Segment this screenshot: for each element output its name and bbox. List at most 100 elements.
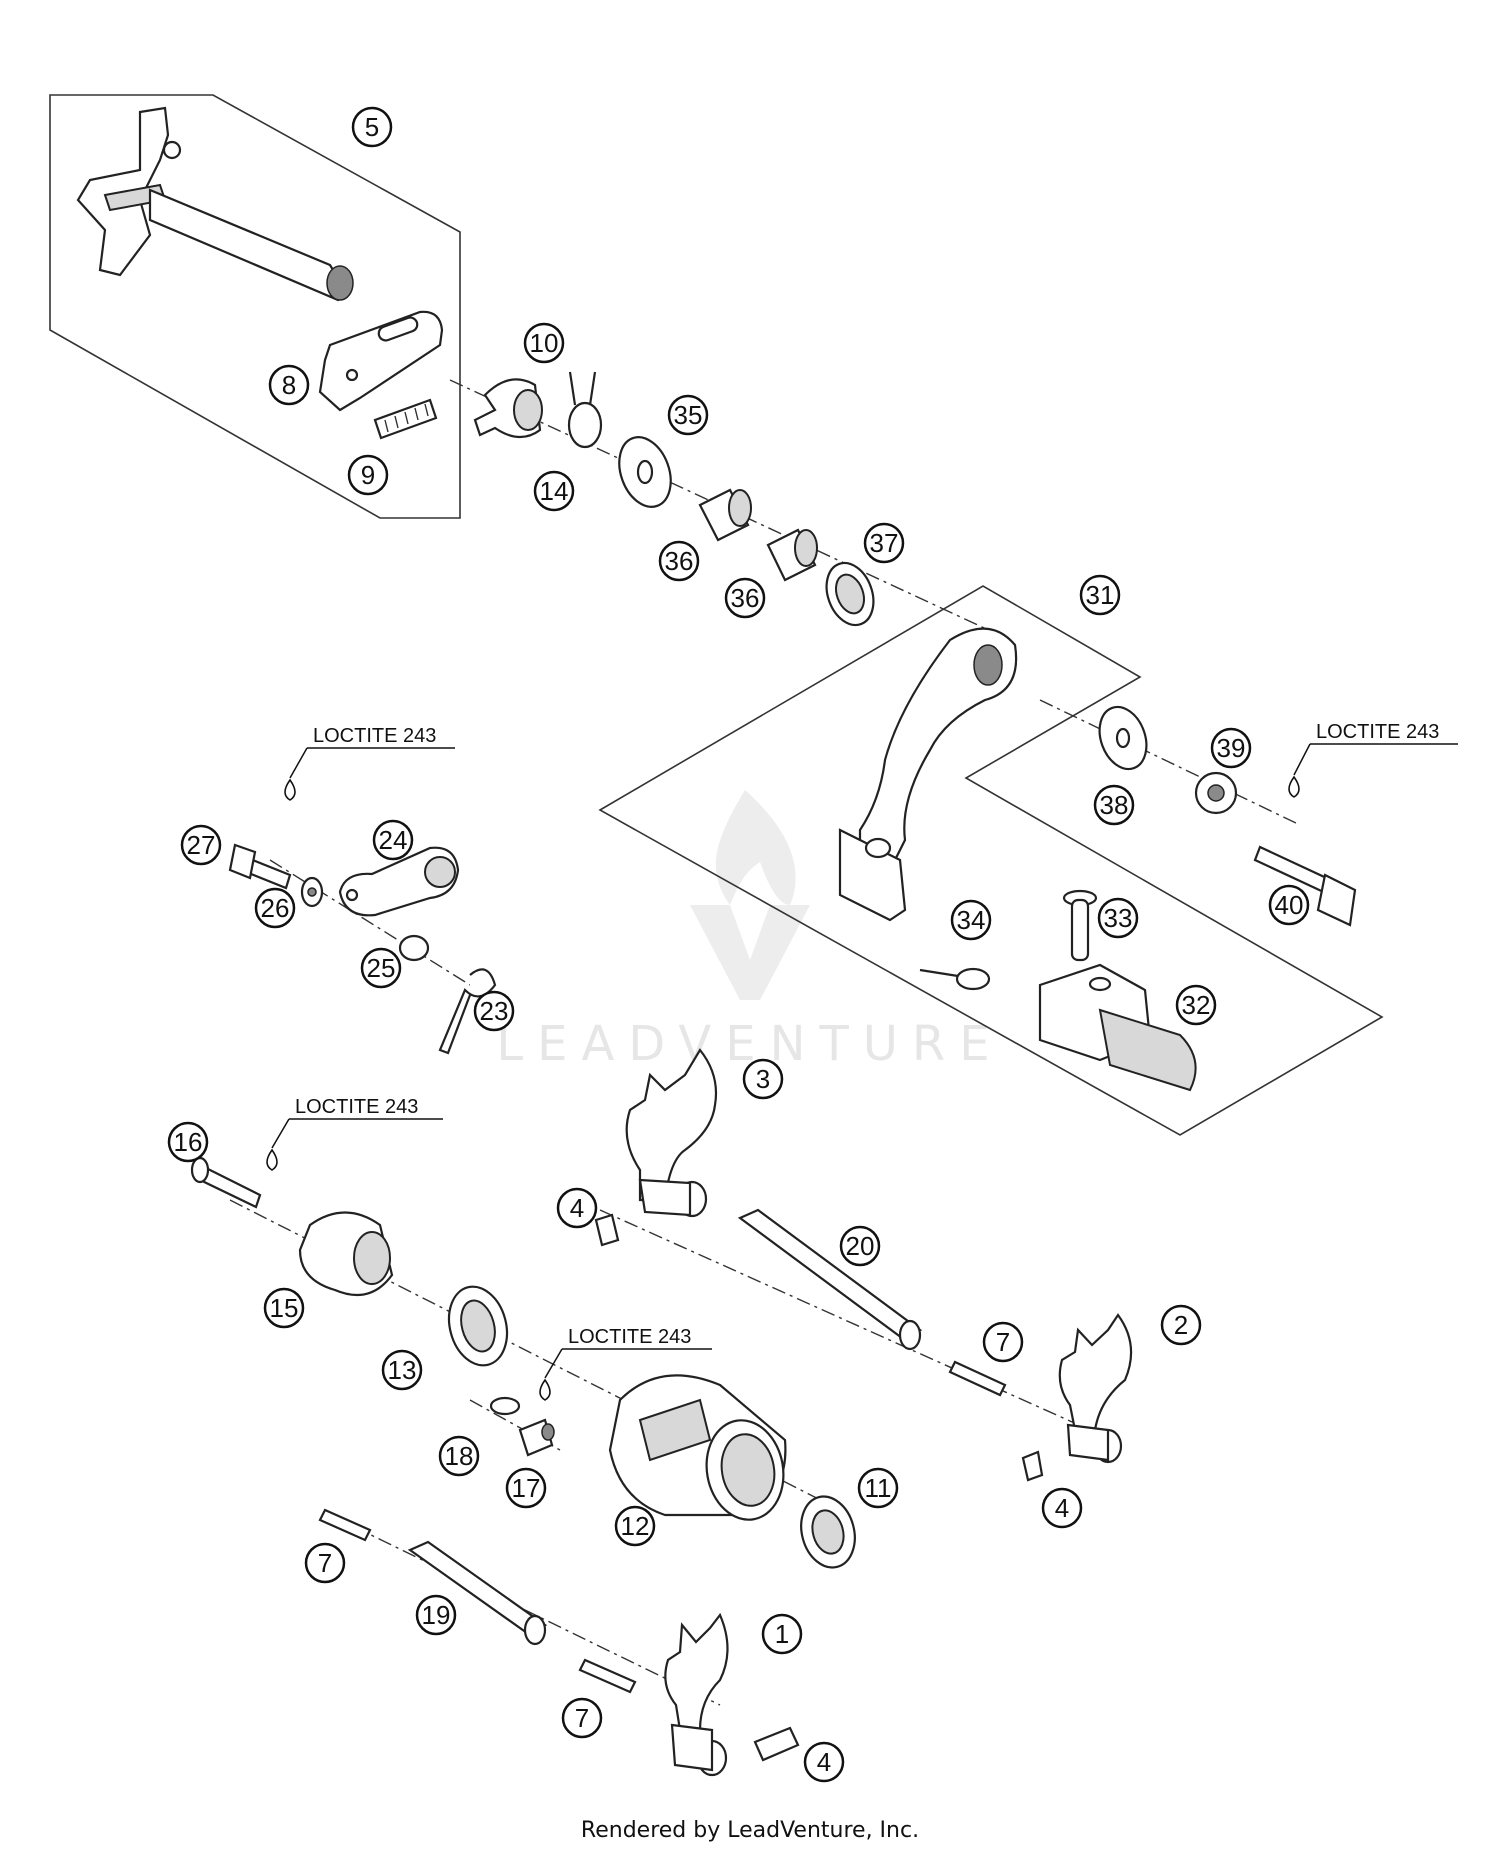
detent-washer [300,876,324,908]
svg-text:14: 14 [540,476,569,506]
callout-2: 2 [1160,1304,1202,1346]
svg-text:7: 7 [575,1703,589,1733]
svg-text:5: 5 [365,112,379,142]
callout-7-c: 7 [561,1697,603,1739]
pin-washer [489,1396,521,1416]
axis-lever-bolt [1039,699,1301,826]
loctite-text-2: LOCTITE 243 [1316,721,1439,743]
svg-text:24: 24 [379,825,408,855]
rail-spring-left [318,1508,372,1542]
guide-pin-lower [753,1726,800,1762]
needle-bearing-2 [766,528,818,582]
callout-15: 15 [263,1287,305,1329]
callout-7-a: 7 [982,1321,1024,1363]
ratchet [473,378,543,439]
svg-text:34: 34 [957,905,986,935]
detent-spring [438,968,497,1055]
needle-bearing-1 [698,488,752,542]
callout-4-b: 4 [1041,1487,1083,1529]
callout-34: 34 [950,899,992,941]
detent-lever [338,846,460,917]
callout-33: 33 [1097,897,1139,939]
callout-12: 12 [614,1505,656,1547]
svg-text:2: 2 [1174,1310,1188,1340]
shift-plate [318,310,444,412]
svg-text:36: 36 [665,546,694,576]
callout-23: 23 [473,990,515,1032]
plate-spring [373,398,438,440]
loctite-text-3: LOCTITE 243 [295,1096,418,1118]
shift-shaft-assembly-box [49,94,461,519]
shift-fork-2 [1058,1313,1133,1464]
rail-spring-lower [578,1658,637,1694]
shift-drum [608,1374,787,1521]
svg-text:35: 35 [674,400,703,430]
shift-shaft [76,106,354,302]
callout-5: 5 [351,106,393,148]
callout-40: 40 [1268,884,1310,926]
callout-39: 39 [1210,727,1252,769]
callout-3: 3 [742,1058,784,1100]
lever-bolt [1253,845,1357,927]
spring-clip [567,371,603,449]
svg-text:26: 26 [261,893,290,923]
callout-35: 35 [667,394,709,436]
washer [618,436,672,508]
watermark-text: LEADVENTURE [496,1016,1003,1072]
callout-4-c: 4 [803,1741,845,1783]
shift-lever [838,627,1018,922]
axis-detent [269,859,471,986]
drum-pin [518,1418,555,1457]
svg-text:20: 20 [846,1231,875,1261]
loctite-text-4: LOCTITE 243 [568,1326,691,1348]
folding-tip [1038,963,1197,1092]
callout-8: 8 [268,364,310,406]
svg-text:4: 4 [1055,1493,1069,1523]
callout-37: 37 [863,522,905,564]
callout-36-a: 36 [658,540,700,582]
svg-text:13: 13 [388,1355,417,1385]
callout-20: 20 [839,1225,881,1267]
svg-text:39: 39 [1217,733,1246,763]
svg-text:37: 37 [870,528,899,558]
seal-ring [825,561,875,627]
svg-text:10: 10 [530,328,559,358]
callout-11: 11 [857,1467,899,1509]
callout-36-b: 36 [724,577,766,619]
lever-washer [1098,705,1148,771]
svg-text:9: 9 [361,460,375,490]
svg-text:8: 8 [282,370,296,400]
svg-text:19: 19 [422,1600,451,1630]
callout-7-b: 7 [304,1542,346,1584]
loctite-label-4: LOCTITE 243 [539,1326,712,1401]
fork-rail-lower [407,1540,548,1646]
callout-13: 13 [381,1349,423,1391]
watermark: LEADVENTURE [496,790,1003,1072]
axis-fork-rail-upper [599,1209,1091,1431]
loctite-label-3: LOCTITE 243 [266,1096,443,1171]
svg-text:1: 1 [775,1619,789,1649]
svg-text:18: 18 [445,1441,474,1471]
callout-14: 14 [533,470,575,512]
callout-24: 24 [372,819,414,861]
callout-27: 27 [180,824,222,866]
guide-pin-upper [594,1213,620,1247]
shift-lever-assembly-box [598,585,1384,1136]
svg-text:3: 3 [756,1064,770,1094]
svg-text:17: 17 [512,1473,541,1503]
loctite-label-2: LOCTITE 243 [1288,721,1458,798]
svg-text:40: 40 [1275,890,1304,920]
callout-1: 1 [761,1613,803,1655]
tip-pin [1062,889,1098,962]
svg-text:27: 27 [187,830,216,860]
callout-25: 25 [360,947,402,989]
svg-text:12: 12 [621,1511,650,1541]
detent-bolt [228,843,292,890]
footer-credit: Rendered by LeadVenture, Inc. [580,1818,920,1843]
loctite-text-1: LOCTITE 243 [313,725,436,747]
svg-text:11: 11 [865,1473,892,1503]
tip-spring [919,967,991,991]
callout-32: 32 [1175,984,1217,1026]
callout-17: 17 [505,1467,547,1509]
